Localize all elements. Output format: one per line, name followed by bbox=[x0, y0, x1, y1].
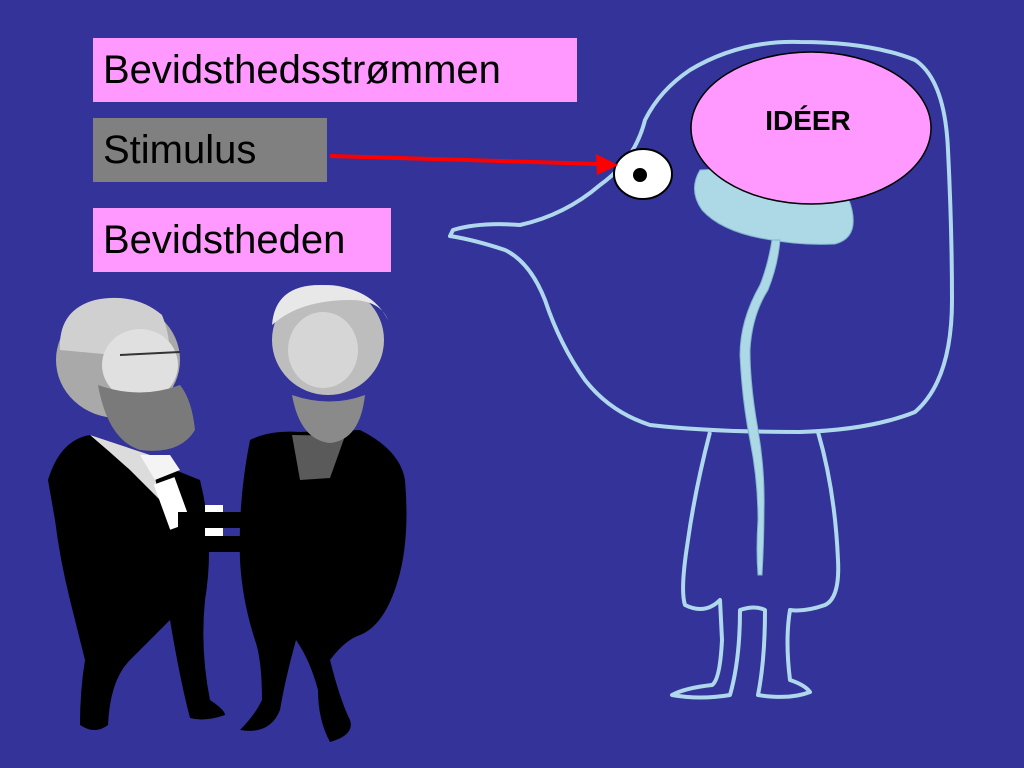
stimulus-arrow bbox=[329, 154, 618, 175]
stimulus-label-text: Stimulus bbox=[103, 128, 257, 172]
handshake bbox=[178, 512, 256, 552]
consciousness-label: Bevidstheden bbox=[93, 208, 391, 272]
stimulus-label: Stimulus bbox=[93, 118, 327, 182]
stream-label-text: Bevidsthedsstrømmen bbox=[103, 48, 501, 92]
creature-outline bbox=[448, 39, 954, 434]
stream-of-consciousness-label: Bevidsthedsstrømmen bbox=[93, 38, 577, 102]
creature-cloak bbox=[670, 431, 841, 700]
bearded-man-left bbox=[48, 297, 225, 730]
ideas-ellipse bbox=[690, 51, 932, 205]
eye-icon bbox=[613, 148, 673, 200]
consciousness-label-text: Bevidstheden bbox=[103, 218, 346, 262]
spinal-cord bbox=[739, 239, 781, 576]
ideas-label: IDÉER bbox=[765, 105, 851, 136]
bearded-man-right bbox=[205, 285, 407, 742]
